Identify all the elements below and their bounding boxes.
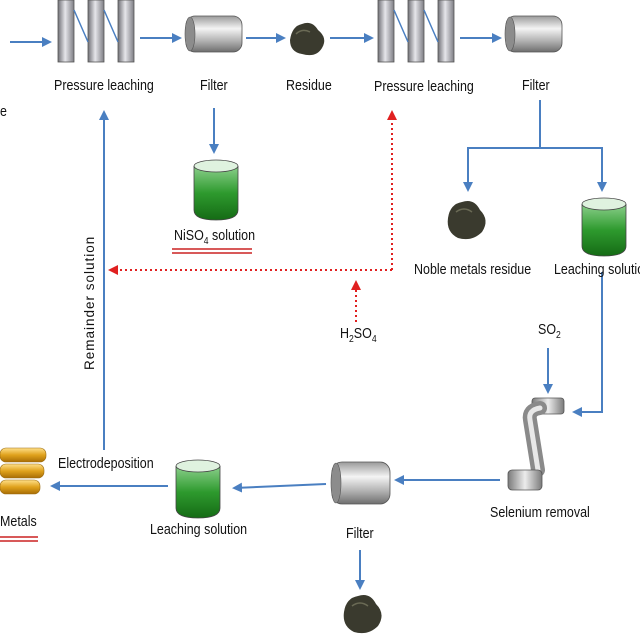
acid-arrows xyxy=(108,110,397,322)
left-edge-fragment: e xyxy=(0,104,7,120)
residue-lump-icon xyxy=(447,201,486,240)
metal-bars-icon xyxy=(0,447,47,495)
electrodeposition-label: Electrodeposition xyxy=(58,456,154,472)
residue-label: Residue xyxy=(286,78,332,94)
niso4-solution-label: NiSO4 solution xyxy=(174,228,256,247)
remainder-solution-label: Remainder solution xyxy=(82,235,97,370)
so2-label: SO2 xyxy=(538,322,561,341)
residue-lump-icon xyxy=(343,595,382,634)
reactor-icon xyxy=(57,0,135,63)
reactor-icon xyxy=(377,0,455,63)
filter-drum-icon xyxy=(504,15,563,53)
pipe-icon xyxy=(507,397,565,491)
filter-label-3: Filter xyxy=(346,526,374,542)
pressure-leaching-label-2: Pressure leaching xyxy=(374,79,474,95)
h2so4-label: H2SO4 xyxy=(340,326,377,345)
beaker-icon xyxy=(193,159,239,221)
underline-metals xyxy=(0,536,38,542)
pressure-leaching-label-1: Pressure leaching xyxy=(54,78,154,94)
metals-label: Metals xyxy=(0,514,37,530)
filter-drum-icon xyxy=(330,461,391,505)
filter-label-2: Filter xyxy=(522,78,550,94)
underline-niso4 xyxy=(172,248,252,254)
noble-metals-residue-label: Noble metals residue xyxy=(414,262,532,278)
leaching-solution-label-right: Leaching solution xyxy=(554,262,640,278)
flow-arrows xyxy=(10,33,607,590)
leaching-solution-label-bottom: Leaching solution xyxy=(150,522,248,538)
beaker-icon xyxy=(175,459,221,519)
filter-label-1: Filter xyxy=(200,78,228,94)
residue-lump-icon xyxy=(290,22,325,56)
filter-drum-icon xyxy=(184,15,243,53)
selenium-removal-label: Selenium removal xyxy=(490,505,590,521)
beaker-icon xyxy=(581,197,627,257)
